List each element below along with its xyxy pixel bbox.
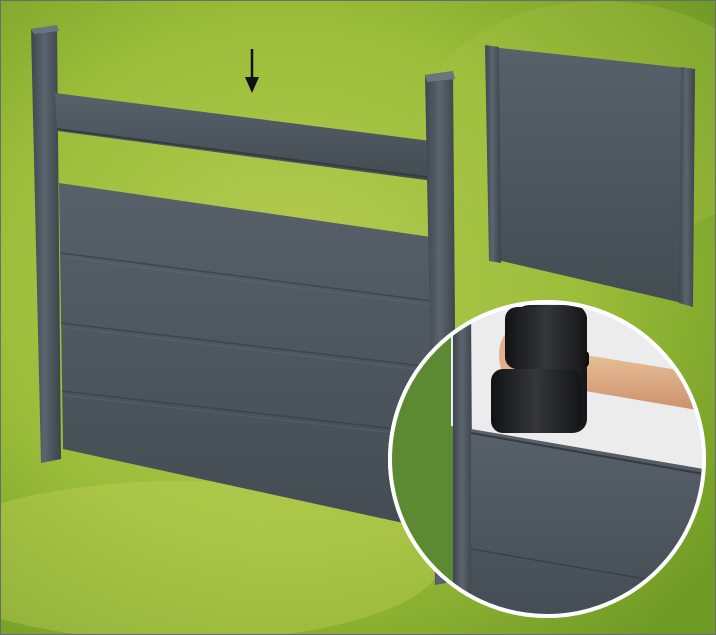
illustration-frame (0, 0, 716, 635)
fence-assembly-illustration (1, 1, 715, 634)
